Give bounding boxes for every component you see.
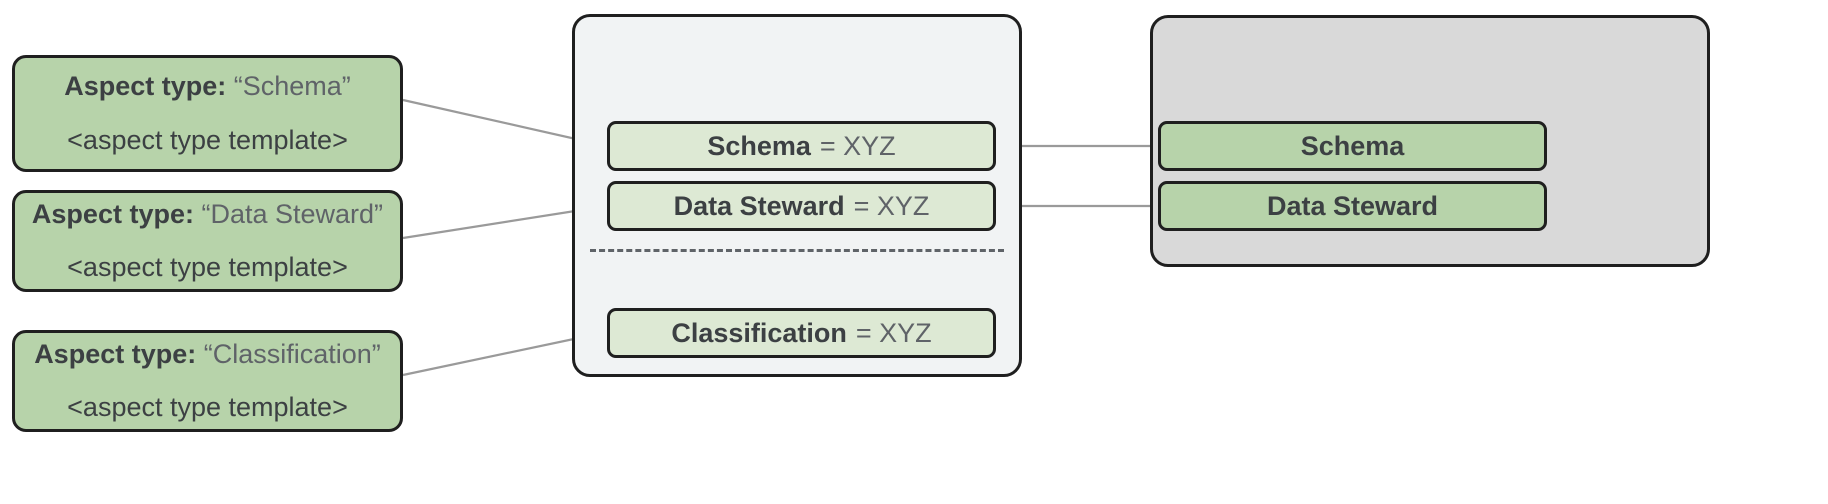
- aspect-type-name: “Data Steward”: [201, 198, 384, 229]
- aspect-value: = XYZ: [819, 130, 896, 161]
- entry-required-aspect-data-steward[interactable]: Data Steward = XYZ: [607, 181, 996, 231]
- aspect-type-label: Aspect type:: [31, 198, 194, 229]
- aspect-type-label: Aspect type:: [64, 71, 227, 102]
- aspect-name: Classification: [671, 317, 847, 348]
- aspect-type-card-heading: Aspect type: “Data Steward”: [32, 199, 383, 230]
- entry-type-required-aspect-type-data-steward[interactable]: Data Steward: [1158, 181, 1547, 231]
- aspect-value: = XYZ: [853, 190, 930, 221]
- aspect-type-name: Data Steward: [1266, 190, 1439, 221]
- aspect-type-card-heading: Aspect type: “Schema”: [64, 71, 351, 102]
- aspect-name: Schema: [707, 130, 811, 161]
- aspect-type-card-classification[interactable]: Aspect type: “Classification” <aspect ty…: [12, 330, 403, 432]
- aspect-type-template: <aspect type template>: [67, 124, 348, 155]
- aspect-type-template: <aspect type template>: [67, 392, 348, 423]
- aspect-value: = XYZ: [855, 317, 932, 348]
- entry-required-aspect-schema[interactable]: Schema = XYZ: [607, 121, 996, 171]
- entry-required-optional-divider: [590, 249, 1004, 252]
- aspect-type-name: Schema: [1300, 130, 1405, 161]
- aspect-type-name: “Schema”: [233, 71, 351, 102]
- aspect-type-name: “Classification”: [203, 338, 381, 369]
- entry-type-required-aspect-type-schema[interactable]: Schema: [1158, 121, 1547, 171]
- aspect-type-card-heading: Aspect type: “Classification”: [34, 339, 381, 370]
- aspect-type-label: Aspect type:: [34, 338, 197, 369]
- aspect-type-card-schema[interactable]: Aspect type: “Schema” <aspect type templ…: [12, 55, 403, 172]
- aspect-type-card-data-steward[interactable]: Aspect type: “Data Steward” <aspect type…: [12, 190, 403, 292]
- aspect-name: Data Steward: [673, 190, 845, 221]
- aspect-type-template: <aspect type template>: [67, 252, 348, 283]
- entry-optional-aspect-classification[interactable]: Classification = XYZ: [607, 308, 996, 358]
